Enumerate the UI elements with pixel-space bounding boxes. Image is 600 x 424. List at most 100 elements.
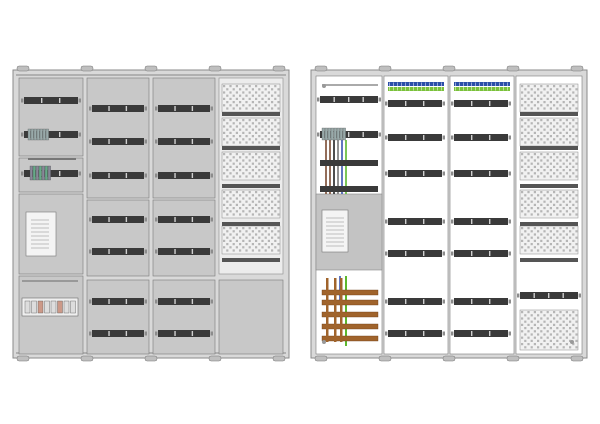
mesh-hole [271, 122, 274, 125]
mesh-hole [258, 101, 261, 104]
mesh-hole [537, 320, 540, 323]
modular-device [321, 127, 325, 141]
mesh-hole [533, 227, 536, 230]
mesh-hole [537, 339, 540, 342]
mesh-hole [255, 246, 258, 249]
rail-end [210, 106, 213, 111]
mesh-hole [540, 191, 543, 194]
mesh-hole [546, 159, 549, 162]
mesh-hole [553, 172, 556, 175]
mesh-hole [546, 343, 549, 346]
mesh-hole [549, 333, 552, 336]
mesh-hole [549, 243, 552, 246]
open-cabinet [310, 69, 588, 359]
mesh-hole [556, 230, 559, 233]
mesh-hole [229, 191, 232, 194]
mesh-hole [540, 172, 543, 175]
mesh-hole [242, 119, 245, 122]
rail-end [508, 171, 511, 176]
mesh-hole [524, 207, 527, 210]
breaker-rail [388, 218, 442, 225]
rail-end [144, 173, 147, 178]
rail-end [78, 132, 81, 137]
mesh-hole [527, 119, 530, 122]
mesh-hole [559, 131, 562, 134]
mesh-hole [524, 101, 527, 104]
mesh-hole [277, 162, 280, 165]
mesh-hole [239, 249, 242, 252]
mesh-hole [562, 339, 565, 342]
ventilation-mesh-left [221, 83, 281, 262]
mesh-hole [575, 88, 578, 91]
mesh-hole [543, 162, 546, 165]
mesh-hole [559, 97, 562, 100]
mesh-hole [255, 131, 258, 134]
mesh-hole [572, 91, 575, 94]
terminal-strip-pe [454, 87, 510, 91]
hinge-bottom [208, 355, 222, 362]
mesh-hole [521, 159, 524, 162]
wire-clamp-rail [320, 160, 378, 166]
mesh-hole [556, 101, 559, 104]
rail-end [21, 132, 24, 137]
rail-gap [174, 249, 176, 254]
mesh-hole [521, 330, 524, 333]
document-pocket-interior-lines [326, 217, 344, 247]
modular-device [330, 127, 334, 141]
mesh-hole [248, 227, 251, 230]
mesh-hole [261, 246, 264, 249]
breaker-rail [24, 170, 78, 177]
mesh-hole [248, 233, 251, 236]
hinge-bottom [314, 355, 328, 362]
mesh-hole [239, 156, 242, 159]
mesh-hole [543, 339, 546, 342]
mesh-hole [261, 97, 264, 100]
mesh-hole [267, 239, 270, 242]
mesh-hole [533, 191, 536, 194]
mesh-hole [524, 230, 527, 233]
mesh-hole [242, 172, 245, 175]
mesh-hole [549, 194, 552, 197]
mesh-hole [245, 236, 248, 239]
mesh-hole [251, 135, 254, 138]
mesh-hole [223, 197, 226, 200]
mesh-hole [569, 101, 572, 104]
rail-end [210, 331, 213, 336]
rail-end [378, 132, 381, 137]
terminal-strip-n [454, 82, 510, 86]
mesh-hole [232, 207, 235, 210]
mesh-hole [232, 213, 235, 216]
rail-gap [108, 106, 110, 111]
mesh-hole [229, 197, 232, 200]
closed-cabinet-top-hinges [16, 74, 286, 354]
mesh-hole [575, 107, 578, 110]
modular-device [324, 127, 328, 141]
blank-cover-bottom-right [218, 279, 284, 355]
mesh-hole [271, 128, 274, 131]
mesh-hole [226, 200, 229, 203]
rail-end [89, 139, 92, 144]
busbar-system [321, 278, 379, 342]
terminal-screw [413, 82, 414, 91]
mesh-hole [537, 213, 540, 216]
terminal-screw [421, 82, 422, 91]
mesh-hole [540, 233, 543, 236]
mesh-hole [537, 88, 540, 91]
mesh-hole [264, 122, 267, 125]
rail-end [451, 171, 454, 176]
mesh-hole [261, 153, 264, 156]
mesh-hole [575, 249, 578, 252]
mesh-hole [543, 200, 546, 203]
mesh-hole [258, 236, 261, 239]
mesh-hole [245, 156, 248, 159]
breaker-rail [454, 170, 508, 177]
mesh-hole [537, 169, 540, 172]
document-pocket-interior [321, 209, 349, 253]
mesh-hole [261, 91, 264, 94]
rail-gap [471, 251, 473, 256]
mesh-hole [226, 243, 229, 246]
mesh-hole [229, 125, 232, 128]
mesh-hole [540, 239, 543, 242]
mesh-hole [549, 327, 552, 330]
